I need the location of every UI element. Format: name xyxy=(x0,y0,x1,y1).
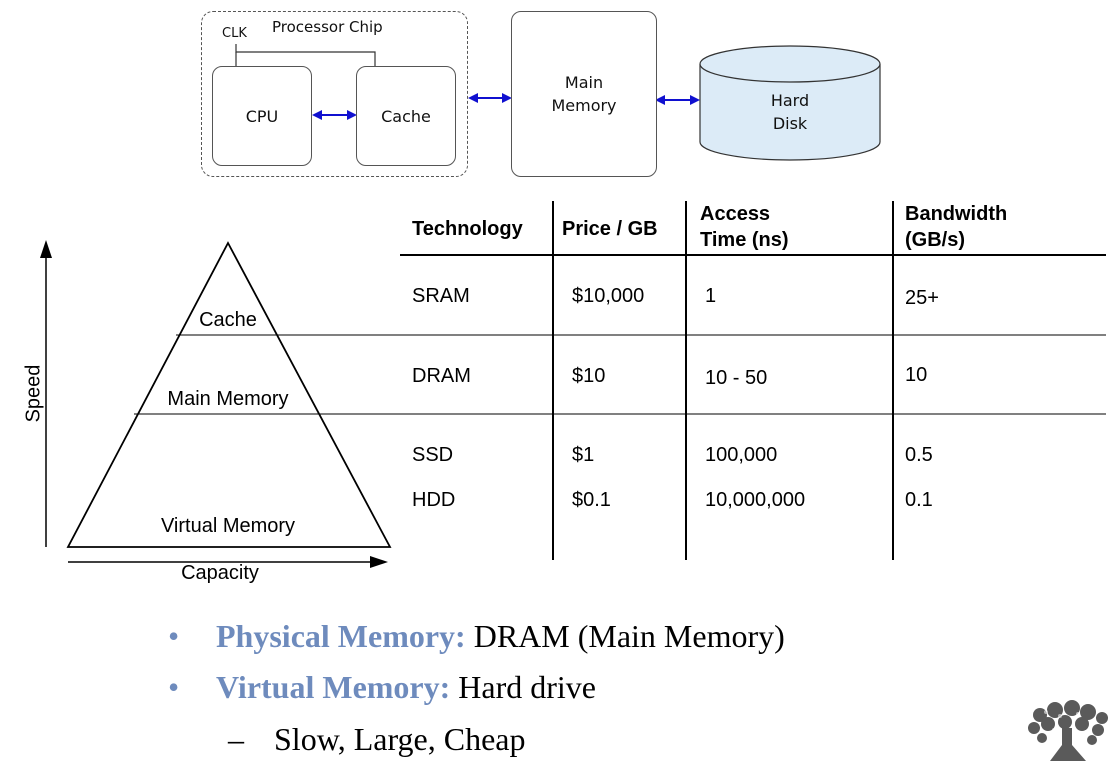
header-technology: Technology xyxy=(412,218,523,240)
header-access-line2: Time (ns) xyxy=(700,229,789,251)
cell-price: $1 xyxy=(572,444,595,466)
sub-bullet: –Slow, Large, Cheap xyxy=(228,721,526,757)
main-memory-label-line1: Main xyxy=(564,73,604,92)
hard-disk-icon xyxy=(699,45,881,161)
cell-technology: DRAM xyxy=(412,365,471,387)
processor-chip-label: Processor Chip xyxy=(272,18,383,36)
main-memory-label-line2: Memory xyxy=(551,96,617,115)
hard-disk-label-line1: Hard xyxy=(770,91,810,110)
hard-disk-label-line2: Disk xyxy=(772,114,808,133)
pyramid-level-virtual-memory: Virtual Memory xyxy=(160,515,296,537)
header-bandwidth: Bandwidth (GB/s) xyxy=(905,201,1007,253)
cache-box: Cache xyxy=(356,66,456,166)
cpu-label: CPU xyxy=(245,106,279,126)
cell-bandwidth: 10 xyxy=(905,364,928,386)
sub-bullet-text: Slow, Large, Cheap xyxy=(274,721,526,757)
bullet-dot: • xyxy=(168,618,180,654)
bullet-bold: Physical Memory: xyxy=(216,618,466,654)
cell-access-time: 10 - 50 xyxy=(705,367,768,389)
tree-logo xyxy=(1024,700,1111,761)
pyramid-level-cache: Cache xyxy=(199,309,257,331)
speed-axis-arrow xyxy=(40,240,52,547)
bullet-dot: • xyxy=(168,669,180,705)
bullet-virtual-memory: • Virtual Memory: Hard drive xyxy=(168,669,596,705)
pyramid-graphic xyxy=(66,241,392,548)
hard-disk-label: Hard Disk xyxy=(700,89,880,135)
header-access-time: Access Time (ns) xyxy=(700,201,789,253)
cell-bandwidth: 0.5 xyxy=(905,444,933,466)
cell-technology: SRAM xyxy=(412,285,470,307)
cell-bandwidth: 25+ xyxy=(905,287,939,309)
cell-bandwidth: 0.1 xyxy=(905,489,933,511)
capacity-axis-arrow xyxy=(68,556,388,568)
cell-access-time: 1 xyxy=(705,285,717,307)
capacity-axis-label: Capacity xyxy=(181,562,259,584)
cell-access-time: 10,000,000 xyxy=(705,489,806,511)
cell-price: $10,000 xyxy=(572,285,645,307)
header-bandwidth-line2: (GB/s) xyxy=(905,229,965,251)
bullet-bold: Virtual Memory: xyxy=(216,669,451,705)
cell-technology: HDD xyxy=(412,489,456,511)
cpu-box: CPU xyxy=(212,66,312,166)
table-grid xyxy=(134,201,1106,560)
cache-label: Cache xyxy=(381,106,431,126)
speed-axis-label: Speed xyxy=(22,364,45,423)
header-bandwidth-line1: Bandwidth xyxy=(905,203,1008,225)
processor-chip-boundary xyxy=(201,11,468,177)
cell-price: $10 xyxy=(572,365,606,387)
clk-label: CLK xyxy=(222,26,247,41)
pyramid-level-main-memory: Main Memory xyxy=(167,388,289,410)
cell-price: $0.1 xyxy=(572,489,611,511)
header-price: Price / GB xyxy=(562,218,658,240)
main-memory-box: Main Memory xyxy=(511,11,657,177)
bullet-physical-memory: • Physical Memory: DRAM (Main Memory) xyxy=(168,618,785,654)
cell-technology: SSD xyxy=(412,444,454,466)
bullet-text: Hard drive xyxy=(450,669,596,705)
bullet-text: DRAM (Main Memory) xyxy=(465,618,785,654)
sub-bullet-dash: – xyxy=(228,721,244,757)
header-access-line1: Access xyxy=(700,203,771,225)
cell-access-time: 100,000 xyxy=(705,444,778,466)
